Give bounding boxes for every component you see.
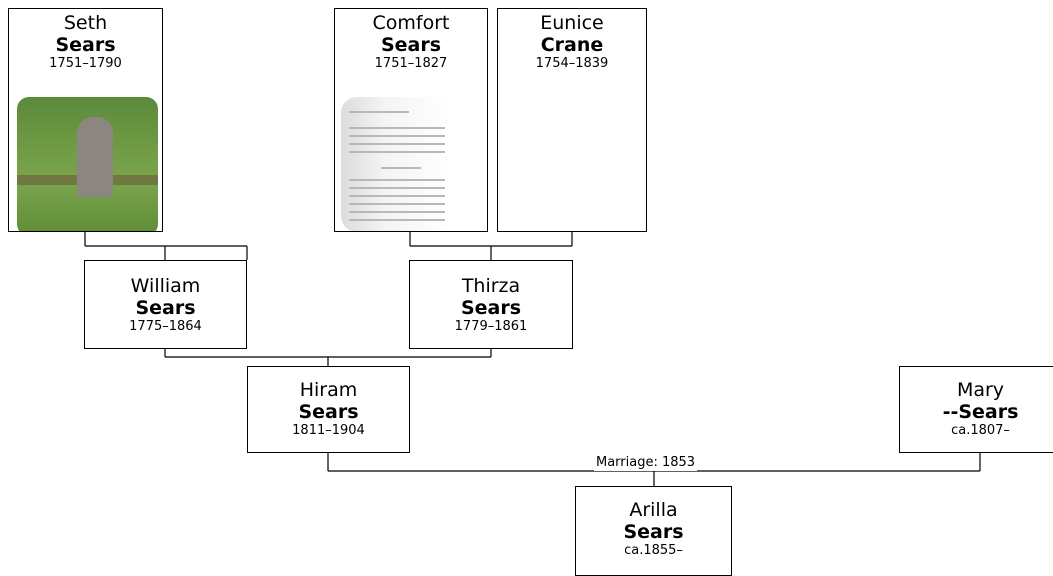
life-dates: 1811–1904 xyxy=(292,423,365,438)
given-name: Comfort xyxy=(372,12,450,34)
person-card-arilla[interactable]: Arilla Sears ca.1855– xyxy=(575,486,732,576)
life-dates: 1775–1864 xyxy=(129,319,202,334)
surname: --Sears xyxy=(942,401,1019,423)
gravestone-icon xyxy=(77,117,113,197)
person-card-thirza[interactable]: Thirza Sears 1779–1861 xyxy=(409,260,573,349)
surname: Sears xyxy=(460,297,522,319)
marriage-label: Marriage: 1853 xyxy=(594,455,698,471)
person-card-eunice[interactable]: Eunice Crane 1754–1839 xyxy=(497,8,647,232)
life-dates: 1779–1861 xyxy=(454,319,528,334)
given-name: Thirza xyxy=(461,275,521,297)
person-card-william[interactable]: William Sears 1775–1864 xyxy=(84,260,247,349)
surname: Sears xyxy=(298,401,359,423)
given-name: Mary xyxy=(956,379,1005,401)
person-card-mary[interactable]: Mary --Sears ca.1807– xyxy=(899,366,1053,453)
life-dates: 1751–1827 xyxy=(374,56,448,71)
life-dates: ca.1807– xyxy=(951,423,1010,438)
life-dates: 1754–1839 xyxy=(535,56,609,71)
person-card-comfort[interactable]: Comfort Sears 1751–1827 xyxy=(334,8,488,232)
surname: Sears xyxy=(55,34,116,56)
document-scan-photo[interactable] xyxy=(341,97,451,231)
given-name: Arilla xyxy=(629,499,678,521)
surname: Crane xyxy=(540,34,604,56)
surname: Sears xyxy=(135,297,196,319)
given-name: Eunice xyxy=(540,12,604,34)
person-card-seth[interactable]: Seth Sears 1751–1790 xyxy=(8,8,163,232)
life-dates: ca.1855– xyxy=(624,543,683,558)
given-name: Hiram xyxy=(299,379,358,401)
person-card-hiram[interactable]: Hiram Sears 1811–1904 xyxy=(247,366,410,453)
given-name: William xyxy=(130,275,201,297)
life-dates: 1751–1790 xyxy=(49,56,122,71)
gravestone-photo[interactable] xyxy=(17,97,158,231)
surname: Sears xyxy=(380,34,442,56)
surname: Sears xyxy=(623,521,684,543)
given-name: Seth xyxy=(63,12,108,34)
